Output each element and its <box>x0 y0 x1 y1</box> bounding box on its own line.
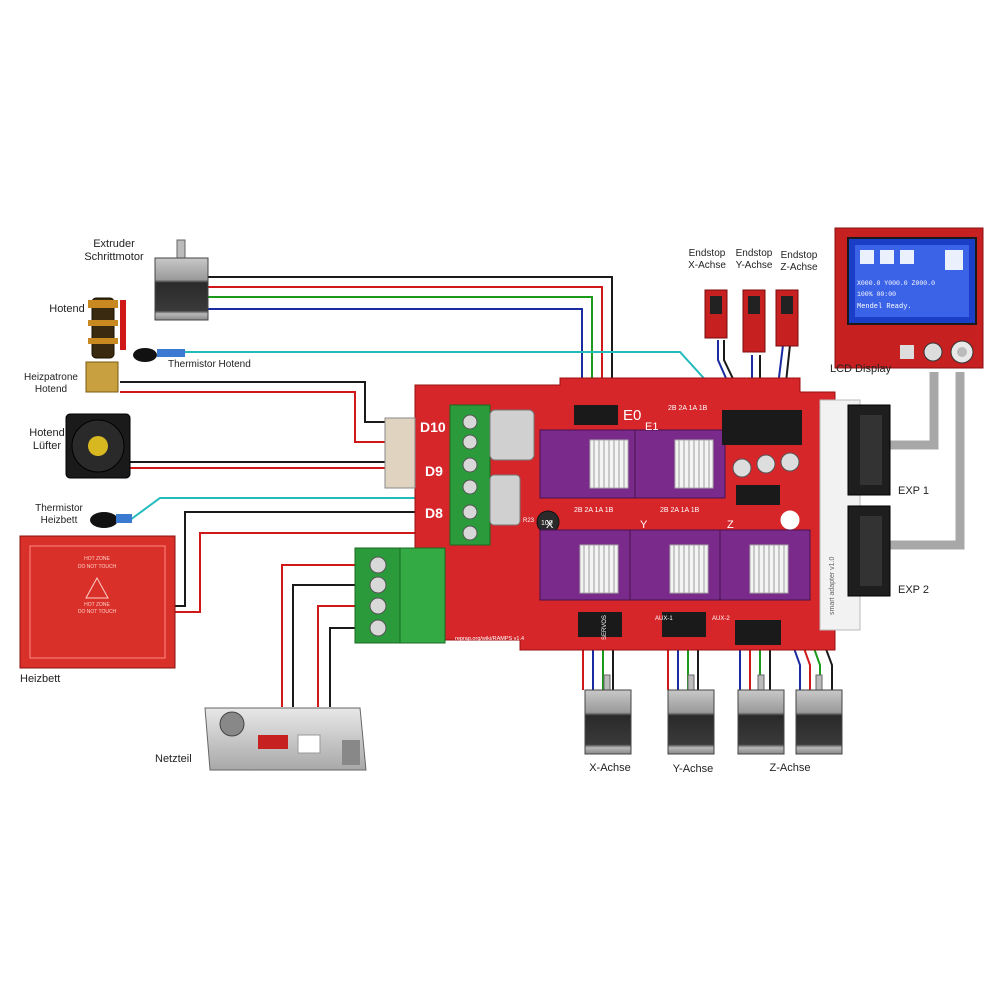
hotend <box>85 297 126 393</box>
label-exp1: EXP 1 <box>898 485 929 497</box>
label-y-achse: Y-Achse <box>672 763 714 775</box>
label-x-achse: X-Achse <box>589 762 631 774</box>
label-endstop-z-line2: Z-Achse <box>780 262 818 273</box>
pin-headers <box>574 405 802 645</box>
lcd-cable-exp1 <box>890 372 939 450</box>
endstop-z <box>775 289 799 347</box>
board-aux1: AUX-1 <box>655 616 673 622</box>
wire-extruder-green <box>208 296 593 398</box>
heatbed-hot-zone-2: HOT ZONE <box>84 602 110 608</box>
adapter-connector-exp2 <box>847 505 891 597</box>
motor-z2 <box>795 674 843 755</box>
stepper-driver-e0 <box>539 429 636 499</box>
lcd-line1: X000.0 Y000.0 Z000.0 <box>857 280 935 287</box>
label-hotend-fan: Hotend Lüfter <box>22 427 72 453</box>
heatbed-do-not-touch: DO NOT TOUCH <box>78 564 117 570</box>
label-heizpatrone: Heizpatrone Hotend <box>16 372 86 396</box>
power-supply <box>204 707 367 771</box>
label-heizpatrone-line2: Hotend <box>34 384 68 395</box>
label-luefter-line2: Lüfter <box>32 440 62 452</box>
smart-adapter: smart adapter v1.0 <box>819 399 891 631</box>
board-d8: D8 <box>425 505 443 521</box>
label-thermistor-hotend: Thermistor Hotend <box>168 359 251 370</box>
endstop-x <box>704 289 728 339</box>
board-pin-labels-x: 2B 2A 1A 1B <box>574 507 614 514</box>
label-endstop-y-line1: Endstop <box>735 248 773 259</box>
board-cap: 100 <box>541 520 553 527</box>
thermistor-bed <box>90 512 132 528</box>
terminal-screws <box>462 414 478 541</box>
board-d10: D10 <box>420 419 446 435</box>
label-endstop-x-line2: X-Achse <box>688 260 726 271</box>
heatbed-hot-zone: HOT ZONE <box>84 556 110 562</box>
wire-psu-red2 <box>317 605 358 707</box>
board-e0: E0 <box>623 407 641 424</box>
lcd-line3: Mendel Ready. <box>857 303 912 311</box>
label-extruder-motor: Extruder Schrittmotor <box>78 238 150 264</box>
ramps-board: D10 D9 D8 E0 E1 X Y Z 2B 2A 1A 1B 2B 2A … <box>384 377 836 651</box>
wire-heizpatrone-red <box>120 391 430 443</box>
label-thermistor-bett-line1: Thermistor <box>35 503 83 514</box>
heatbed: HOT ZONE DO NOT TOUCH HOT ZONE DO NOT TO… <box>19 535 176 669</box>
label-netzteil: Netzteil <box>155 753 192 765</box>
thermistor-hotend <box>133 348 185 362</box>
motor-y <box>667 674 715 755</box>
adapter-connector-exp1 <box>847 404 891 496</box>
motor-x <box>584 674 632 755</box>
label-heizpatrone-line1: Heizpatrone <box>24 372 78 383</box>
extruder-motor <box>154 239 209 321</box>
label-endstop-x-line1: Endstop <box>688 248 726 259</box>
wire-psu-red1 <box>281 564 358 707</box>
label-exp2: EXP 2 <box>898 584 929 596</box>
board-e1: E1 <box>645 421 658 433</box>
wire-extruder-black <box>208 276 613 398</box>
label-extruder-line1: Extruder <box>93 238 135 250</box>
label-endstop-z-line1: Endstop <box>780 250 818 261</box>
hotend-fan <box>65 413 131 479</box>
board-d9: D9 <box>425 463 443 479</box>
board-ramps: reprap.org/wiki/RAMPS v1.4 <box>455 636 524 642</box>
wire-bed-red <box>175 532 430 613</box>
stepper-driver-y <box>629 529 721 601</box>
label-thermistor-bett-line2: Heizbett <box>40 515 78 526</box>
label-z-achse: Z-Achse <box>769 762 811 774</box>
wire-heizpatrone-black <box>120 381 430 423</box>
lcd-line2: 100% 00:00 <box>857 291 896 298</box>
board-aux2: AUX-2 <box>712 616 730 622</box>
lcd-display: X000.0 Y000.0 Z000.0 100% 00:00 Mendel R… <box>834 227 984 369</box>
board-r23: R23 <box>523 518 535 524</box>
board-servos: SERVOS <box>602 615 608 640</box>
label-endstop-x: Endstop X-Achse <box>683 248 731 272</box>
label-thermistor-bed: Thermistor Heizbett <box>28 503 90 527</box>
adapter-text: smart adapter v1.0 <box>829 557 836 615</box>
board-pin-labels-e1: 2B 2A 1A 1B <box>668 405 708 412</box>
heatbed-do-not-touch-2: DO NOT TOUCH <box>78 609 117 615</box>
endstop-y <box>742 289 766 353</box>
label-endstop-y: Endstop Y-Achse <box>730 248 778 272</box>
label-hotend: Hotend <box>49 303 85 315</box>
stepper-driver-x <box>539 529 631 601</box>
wire-psu-black1 <box>292 584 358 707</box>
label-endstop-y-line2: Y-Achse <box>735 260 773 271</box>
label-endstop-z: Endstop Z-Achse <box>775 250 823 274</box>
label-lcd-display: LCD Display <box>830 363 892 375</box>
stepper-driver-e1 <box>634 429 726 499</box>
motor-z1 <box>737 674 785 755</box>
board-x: X <box>546 519 554 531</box>
wire-psu-black2 <box>329 627 358 707</box>
board-y: Y <box>640 519 648 531</box>
label-heizbett: Heizbett <box>20 673 61 685</box>
lcd-cable-exp2 <box>890 372 965 550</box>
label-extruder-line2: Schrittmotor <box>84 251 144 263</box>
board-z: Z <box>727 519 734 531</box>
power-terminal <box>354 547 446 644</box>
board-pin-labels-y: 2B 2A 1A 1B <box>660 507 700 514</box>
wire-extruder-red <box>208 286 603 398</box>
stepper-driver-z <box>719 529 811 601</box>
label-luefter-line1: Hotend <box>29 427 65 439</box>
wire-extruder-blue <box>208 308 583 398</box>
